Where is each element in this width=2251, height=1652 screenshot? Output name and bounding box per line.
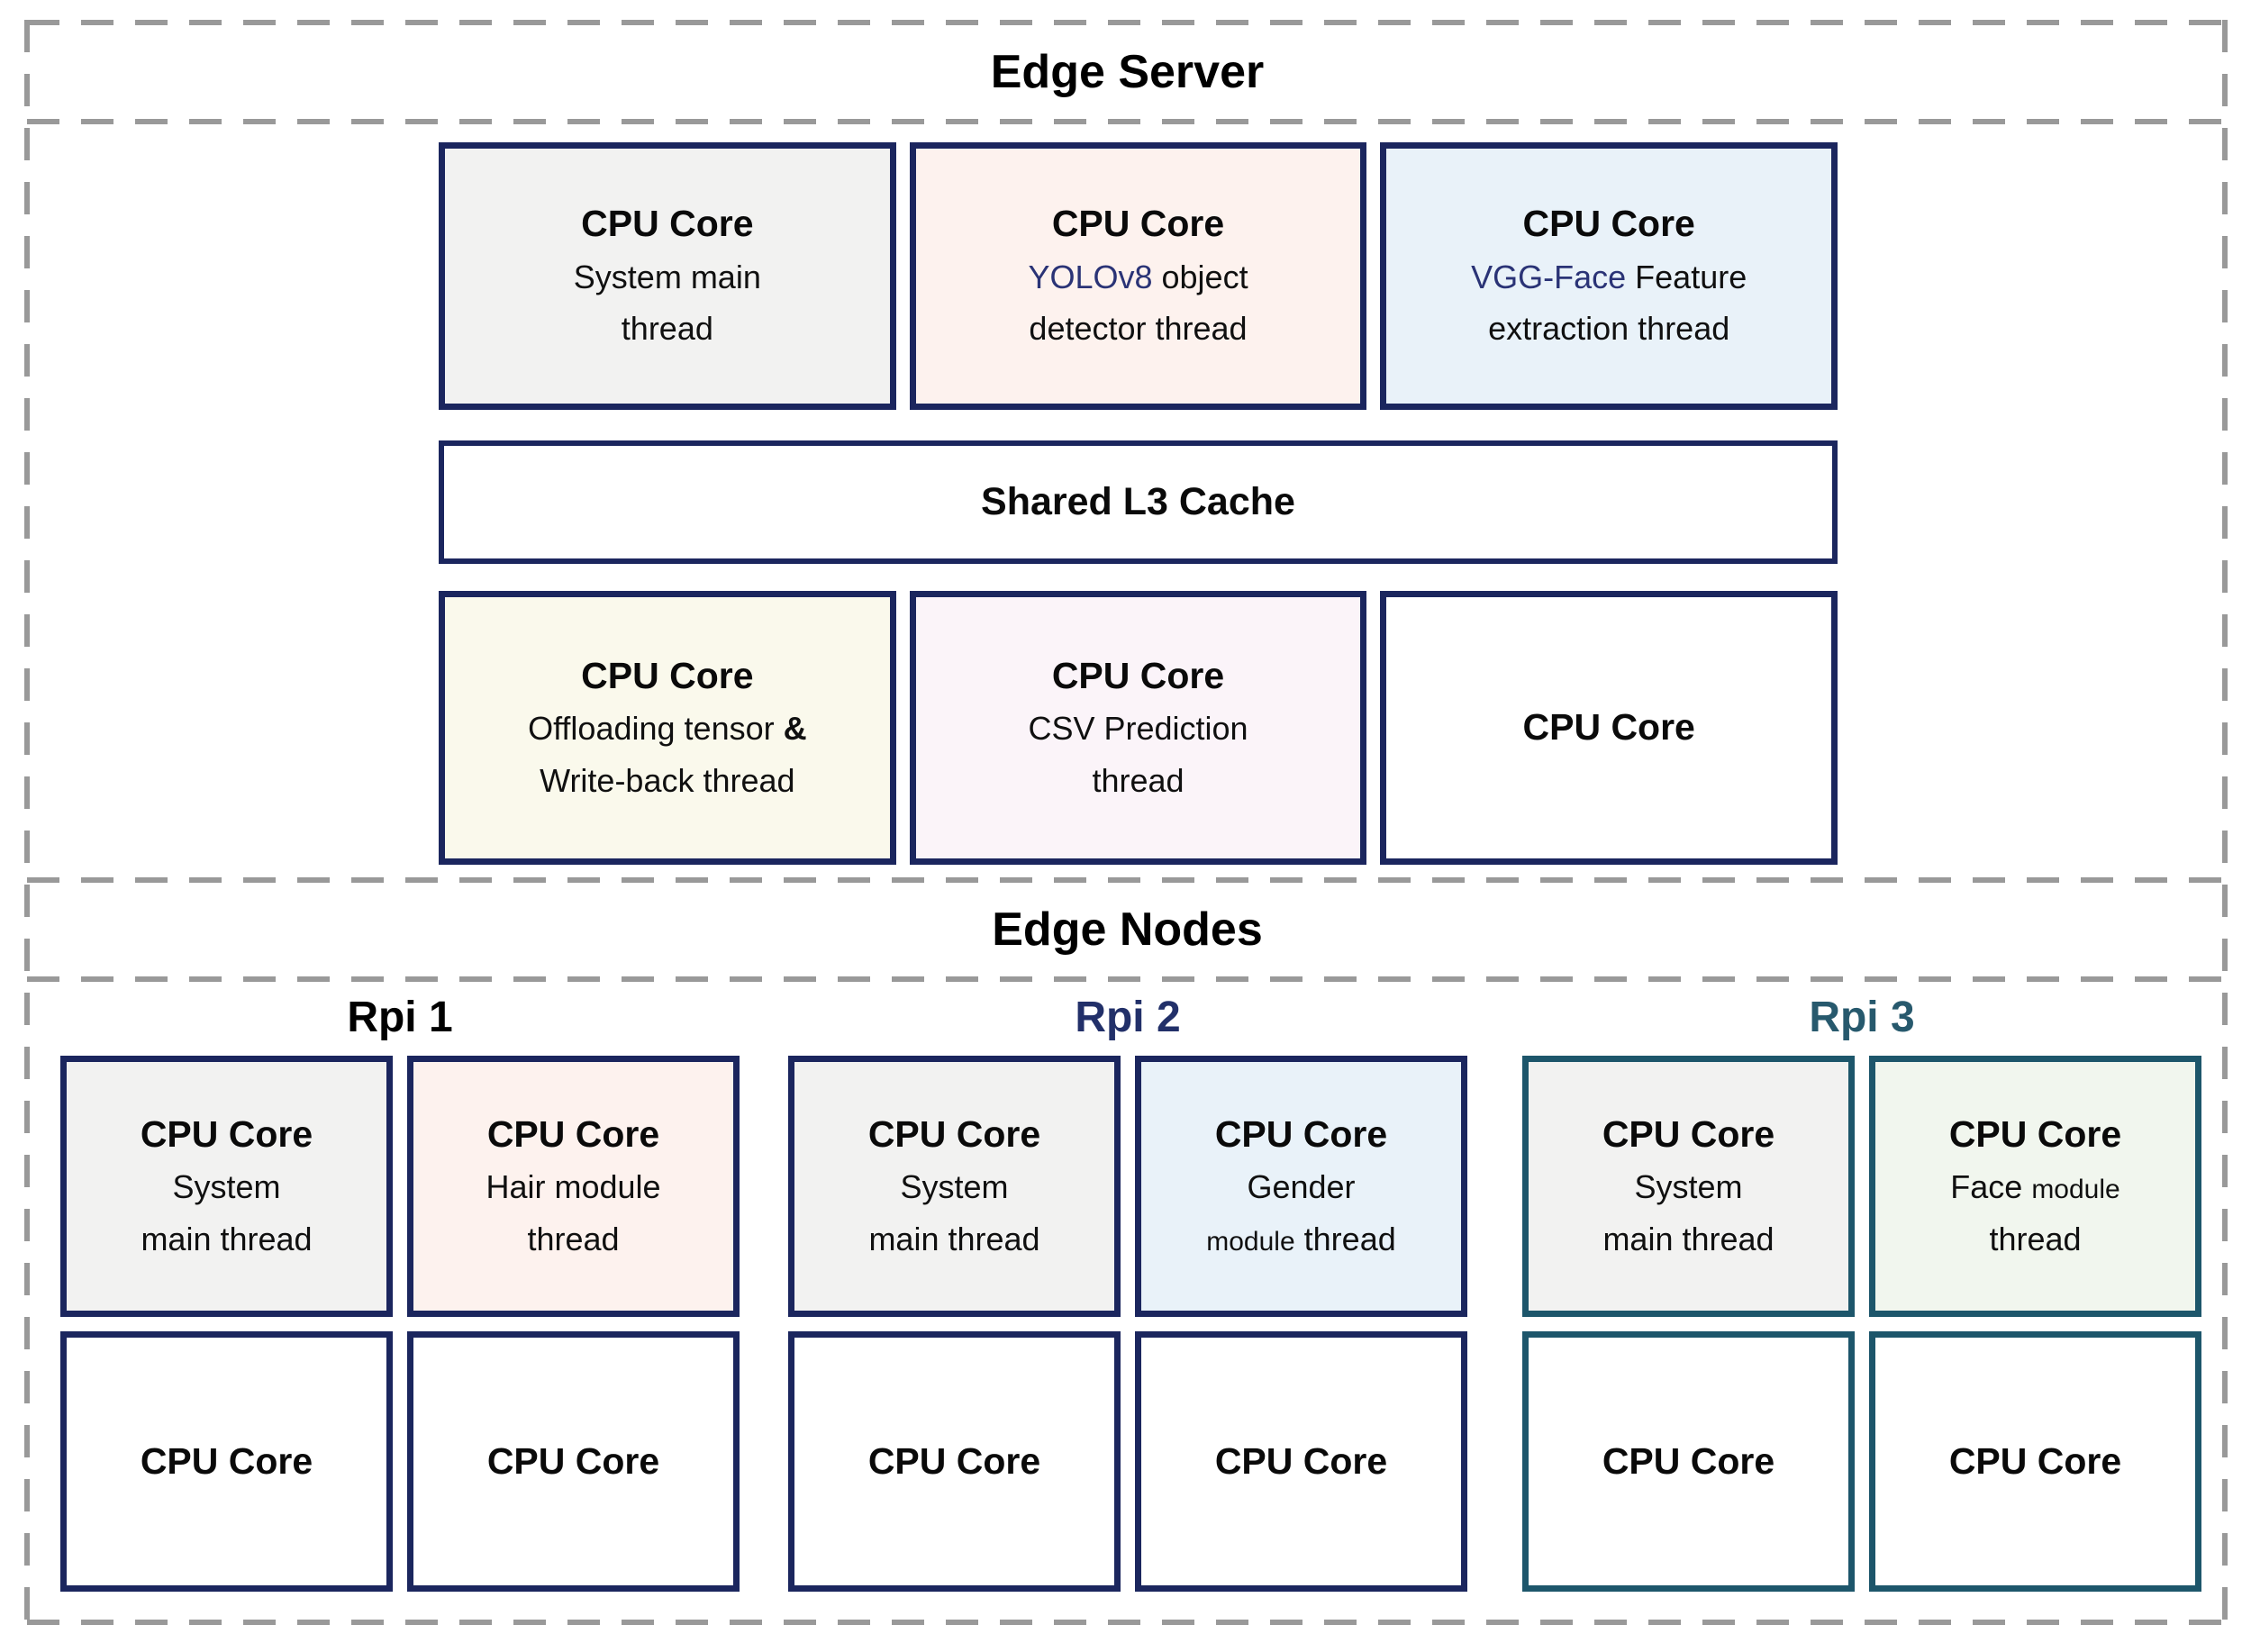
thread-label-line: main thread xyxy=(1602,1220,1774,1257)
thread-label-line: module thread xyxy=(1206,1220,1396,1257)
thread-label-line: VGG-Face Feature xyxy=(1471,258,1747,295)
thread-label-line: main thread xyxy=(868,1220,1040,1257)
thread-label-line: System main xyxy=(573,258,761,295)
outer-dashed-border-top xyxy=(27,20,2228,25)
cpu-core-label: CPU Core xyxy=(1522,706,1695,749)
cpu-core-box: CPU Core xyxy=(1869,1331,2201,1592)
thread-label-line: main thread xyxy=(141,1220,313,1257)
thread-label-line: Hair module xyxy=(486,1168,661,1206)
thread-label-line: detector thread xyxy=(1029,310,1248,348)
cpu-core-label: CPU Core xyxy=(1051,654,1225,696)
rpi-core-row-bottom: CPU Core CPU Core xyxy=(788,1331,1467,1592)
cpu-core-label: CPU Core xyxy=(140,1439,313,1482)
cpu-core-label: CPU Core xyxy=(1214,1439,1388,1482)
cpu-core-label: CPU Core xyxy=(581,654,754,696)
thread-label-line: extraction thread xyxy=(1488,310,1730,348)
thread-label-line: Gender xyxy=(1247,1168,1356,1206)
shared-l3-cache-box: Shared L3 Cache xyxy=(439,440,1838,564)
edge-nodes-title-divider xyxy=(27,976,2228,982)
thread-label-line: thread xyxy=(1989,1220,2082,1257)
thread-label-line: Write-back thread xyxy=(540,761,795,799)
edge-nodes-title: Edge Nodes xyxy=(992,903,1263,956)
cpu-core-box: CPU Core xyxy=(788,1331,1121,1592)
cpu-core-box: CPU Core xyxy=(1380,591,1838,865)
cpu-core-label: CPU Core xyxy=(581,203,754,245)
cpu-core-box: CPU Core xyxy=(1135,1331,1467,1592)
thread-label-line: thread xyxy=(621,310,713,348)
thread-label-line: Offloading tensor & xyxy=(528,710,807,748)
thread-label-line: System xyxy=(172,1168,281,1206)
cpu-core-box: CPU Core xyxy=(407,1331,740,1592)
cpu-core-label: CPU Core xyxy=(1948,1112,2122,1155)
cpu-core-label: CPU Core xyxy=(867,1112,1041,1155)
cpu-core-label: CPU Core xyxy=(1602,1112,1775,1155)
thread-label-line: thread xyxy=(1092,761,1184,799)
thread-label-line: System xyxy=(900,1168,1009,1206)
thread-label-line: System xyxy=(1634,1168,1743,1206)
edge-server-title-divider xyxy=(27,119,2228,124)
edge-nodes-top-divider xyxy=(27,877,2228,883)
thread-label-line: Face module xyxy=(1950,1168,2120,1206)
cpu-core-label: CPU Core xyxy=(1051,203,1225,245)
cpu-core-box: CPU Core xyxy=(1522,1331,1855,1592)
cpu-core-label: CPU Core xyxy=(140,1112,313,1155)
thread-label-line: YOLOv8 object xyxy=(1028,258,1248,295)
cpu-core-label: CPU Core xyxy=(1522,203,1695,245)
rpi-core-row-bottom: CPU Core CPU Core xyxy=(60,1331,740,1592)
rpi-core-row-bottom: CPU Core CPU Core xyxy=(1522,1331,2201,1592)
cpu-core-box: CPU Core xyxy=(60,1331,393,1592)
thread-label-line: thread xyxy=(527,1220,620,1257)
cpu-core-label: CPU Core xyxy=(1948,1439,2122,1482)
outer-dashed-border-right xyxy=(2222,20,2228,1625)
outer-dashed-border-bottom xyxy=(27,1620,2228,1625)
cpu-core-label: CPU Core xyxy=(486,1439,660,1482)
rpi-group-label: Rpi 3 xyxy=(1809,994,1915,1041)
rpi-group-label: Rpi 2 xyxy=(1075,994,1181,1041)
cpu-core-label: CPU Core xyxy=(1214,1112,1388,1155)
edge-server-title: Edge Server xyxy=(990,46,1265,98)
thread-label-line: CSV Prediction xyxy=(1028,710,1248,748)
cpu-core-label: CPU Core xyxy=(867,1439,1041,1482)
outer-dashed-border-left xyxy=(24,20,30,1625)
cpu-core-label: CPU Core xyxy=(486,1112,660,1155)
cpu-core-label: CPU Core xyxy=(1602,1439,1775,1482)
rpi-group-label: Rpi 1 xyxy=(347,994,453,1041)
shared-l3-cache-label: Shared L3 Cache xyxy=(981,480,1295,523)
